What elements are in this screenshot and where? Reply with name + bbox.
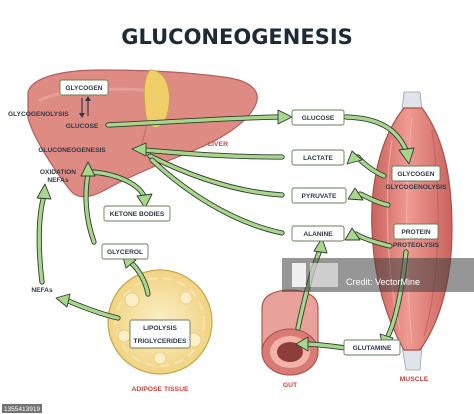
muscle-label: MUSCLE: [400, 376, 429, 383]
gallbladder-shape: [143, 69, 170, 128]
gut-label: GUT: [283, 382, 298, 389]
glycerol-label: GLYCEROL: [107, 249, 143, 256]
liver-glucose-label: GLUCOSE: [66, 123, 99, 130]
lactate-label: LACTATE: [303, 155, 333, 162]
lactate-box: [291, 149, 345, 166]
glutamine-label: GLUTAMINE: [353, 345, 392, 352]
istock-logo-icon: [292, 263, 338, 287]
alanine-label: ALANINE: [303, 231, 333, 238]
oxidation-nefas-label: NEFAs: [47, 177, 69, 184]
liver-label: LIVER: [208, 141, 228, 148]
ketone-bodies-box: [103, 205, 171, 222]
muscle-glycogen-box: [391, 165, 441, 182]
glycogen-glucose-exchange-arrows-icon: [79, 96, 91, 118]
lipolysis-box: [129, 319, 191, 349]
alanine-box: [291, 225, 345, 242]
blood-glucose-label: GLUCOSE: [302, 115, 335, 122]
proteolysis-label: PROTEOLYSIS: [393, 242, 440, 249]
page-title: GLUCONEOGENESIS: [121, 25, 353, 49]
glutamine-box: [343, 339, 401, 356]
stock-id-badge: [2, 404, 42, 413]
oxidation-label: OXIDATION: [40, 169, 76, 176]
pathway-arrows: [36, 109, 415, 352]
liver-glycogen-label: GLYCOGEN: [65, 85, 102, 92]
triglycerides-label: TRIGLYCERIDES: [134, 338, 187, 345]
liver-illustration: [27, 69, 258, 198]
pyruvate-box: [291, 187, 347, 204]
glycogenolysis-label: GLYCOGENOLYSIS: [8, 111, 69, 118]
muscle-glycogenolysis-label: GLYCOGENOLYSIS: [386, 184, 447, 191]
protein-label: PROTEIN: [401, 229, 431, 236]
adipose-tissue-label: ADIPOSE TISSUE: [131, 386, 188, 393]
gluconeogenesis-label: GLUCONEOGENESIS: [38, 147, 106, 154]
stock-id-label: 1355413919: [4, 406, 41, 413]
pyruvate-label: PYRUVATE: [302, 193, 338, 200]
liver-glycogen-box: [59, 79, 109, 96]
ketone-bodies-label: KETONE BODIES: [110, 211, 165, 218]
nefas-label: NEFAs: [31, 287, 53, 294]
blood-glucose-box: [291, 109, 345, 126]
lipolysis-label: LIPOLYSIS: [143, 325, 177, 332]
protein-box: [393, 223, 439, 240]
watermark-credit: Credit: VectorMine: [346, 277, 420, 287]
glycerol-box: [101, 243, 149, 260]
gut-illustration: [261, 289, 319, 376]
muscle-glycogen-label: GLYCOGEN: [397, 171, 434, 178]
